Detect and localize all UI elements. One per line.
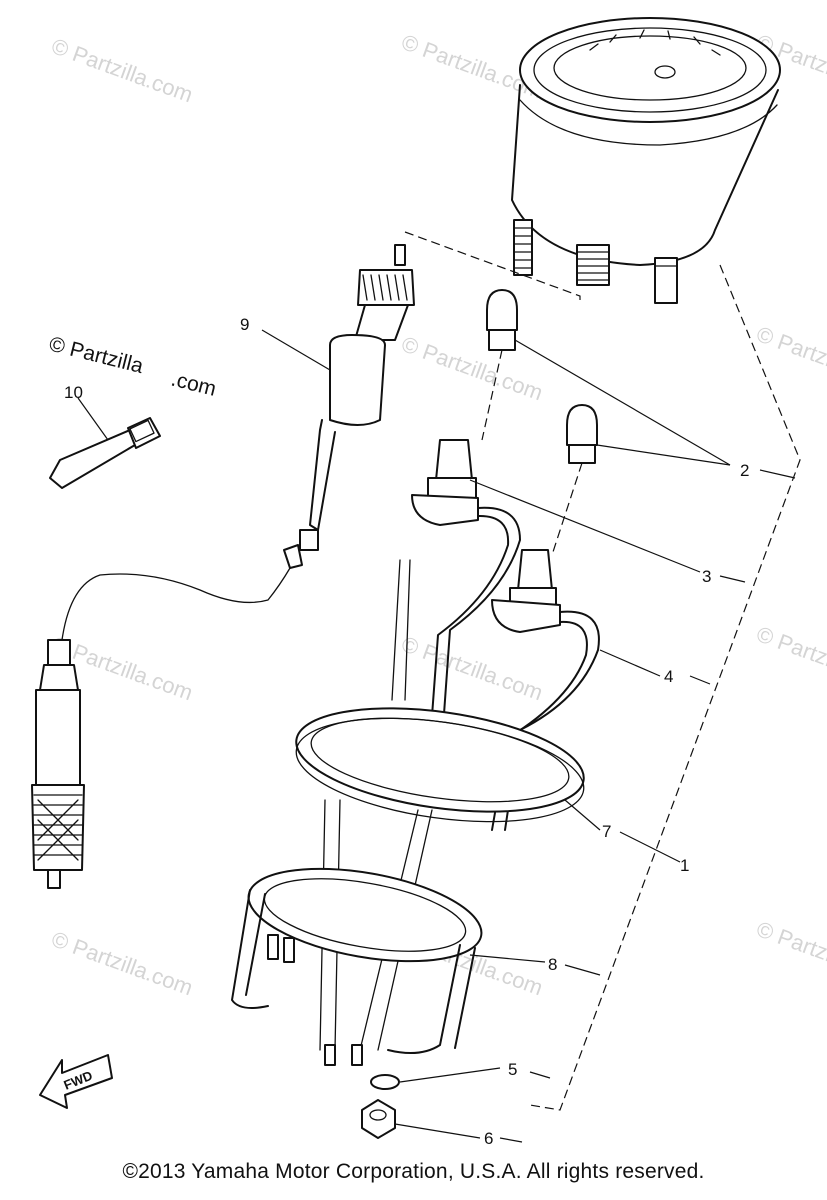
watermark: © Partzilla.com xyxy=(48,926,196,1000)
bulb-socket-cord-upper xyxy=(391,439,521,771)
meter-cable-fitting xyxy=(576,244,610,286)
part-label-1: 1 xyxy=(680,856,689,875)
washer xyxy=(370,1074,400,1090)
watermark-dark-line2: .com xyxy=(169,368,219,401)
part-label-5: 5 xyxy=(508,1060,517,1079)
watermark: © Partzilla.com xyxy=(48,33,196,107)
part-label-10: 10 xyxy=(64,383,83,402)
part-label-8: 8 xyxy=(548,955,557,974)
meter-stud xyxy=(513,219,533,276)
watermark: © Partzilla.com xyxy=(398,331,546,405)
part-label-7: 7 xyxy=(602,822,611,841)
watermark-dark-line1: © Partzilla xyxy=(47,333,146,379)
part-label-4: 4 xyxy=(664,667,673,686)
watermark: © Partzilla.com xyxy=(753,321,827,395)
fwd-arrow: FWD xyxy=(39,1054,113,1109)
meter-assembly xyxy=(511,17,781,304)
assembly-bracket-line xyxy=(404,231,801,1111)
nut xyxy=(361,1099,396,1139)
copyright-footer: ©2013 Yamaha Motor Corporation, U.S.A. A… xyxy=(122,1160,705,1183)
part-label-9: 9 xyxy=(240,315,249,334)
watermark: © Partzilla.com xyxy=(753,621,827,695)
part-label-6: 6 xyxy=(484,1129,493,1148)
bulb xyxy=(486,289,518,351)
watermark: © Partzilla.com xyxy=(753,916,827,990)
meter-cable xyxy=(61,244,415,641)
bulb xyxy=(566,404,598,464)
bulb-socket-cord-lower xyxy=(491,549,600,831)
grommet-ring xyxy=(295,707,585,823)
leader-lines xyxy=(77,329,796,1143)
meter-cable-end xyxy=(31,639,85,889)
key xyxy=(49,417,161,489)
meter-stud xyxy=(654,257,678,304)
part-label-3: 3 xyxy=(702,567,711,586)
watermark: © Partzilla.com xyxy=(398,631,546,705)
part-labels: 2 3 4 7 1 8 5 6 9 10 xyxy=(64,315,749,1148)
part-label-2: 2 xyxy=(740,461,749,480)
bracket xyxy=(231,867,483,1066)
